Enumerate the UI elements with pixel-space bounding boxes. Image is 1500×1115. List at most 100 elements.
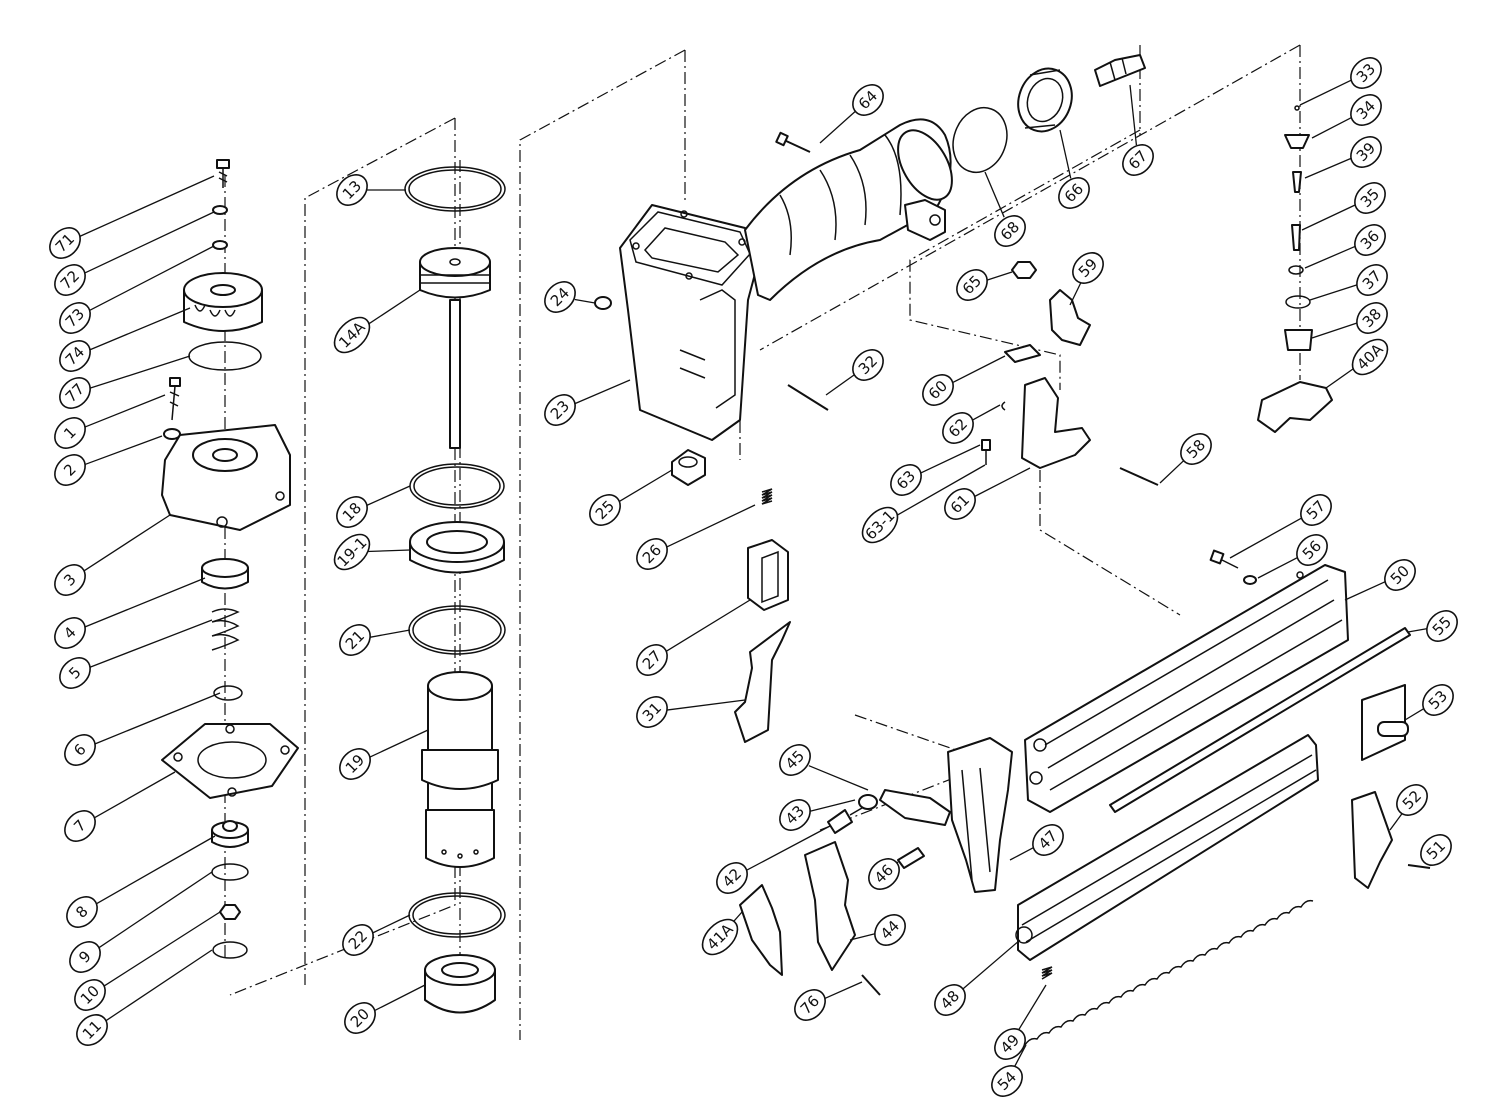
callout-63: 63 [890,464,922,496]
callout-leader-line [617,469,673,503]
part-13-o-ring [404,166,506,212]
part-22-o-ring [408,892,506,938]
callout-leader-line [1301,203,1357,231]
callout-52: 52 [1396,784,1428,816]
callout-circle [779,799,811,831]
callout-circle [636,538,668,570]
callout-leader-line [1017,984,1047,1032]
callout-leader-line [104,949,213,1023]
part-11-o-ring [212,941,248,959]
callout-circle [1296,534,1328,566]
callout-circle [54,564,86,596]
callout-leader-line [665,504,756,549]
part-14a-piston-driver [419,247,491,449]
callout-circle [344,1002,376,1034]
callout-27: 27 [636,644,668,676]
callout-6: 6 [64,734,96,766]
callout-circle [339,624,371,656]
callout-22: 22 [342,924,374,956]
safety-parts [981,289,1159,486]
callout-circle [1354,224,1386,256]
callout-circle [868,858,900,890]
callout-circle [54,617,86,649]
part-57-screw [1209,549,1239,569]
part-46-screw [897,847,925,869]
callout-leader-line [88,619,213,669]
callout-circle [779,744,811,776]
callout-circle [54,454,86,486]
callout-circle [852,84,884,116]
callout-circle [1396,784,1428,816]
part-53-latch [1361,684,1409,761]
callout-circle [1354,182,1386,214]
left-column-parts [161,159,299,959]
part-50-magazine-rail [1024,564,1349,813]
callout-leader-line [984,171,1005,218]
callout-leader-line [1069,281,1083,306]
callout-circle [342,924,374,956]
callout-34: 34 [1350,94,1382,126]
callout-20: 20 [344,1002,376,1034]
callout-circle [1122,144,1154,176]
callout-leader-line [366,549,411,553]
callout-leader-line [1304,245,1357,269]
callout-73: 73 [59,302,91,334]
part-23-housing [619,204,761,441]
callout-14a: 14A [333,316,371,354]
callout-31: 31 [636,696,668,728]
callout-leader-line [83,211,215,275]
callout-circle [336,174,368,206]
callout-leader-line [664,599,751,653]
callout-46: 46 [868,858,900,890]
callout-64: 64 [852,84,884,116]
callout-1: 1 [54,417,86,449]
callout-leader-line [1325,365,1359,389]
callout-circle [890,464,922,496]
callout-58: 58 [1180,433,1212,465]
callout-circle [54,264,86,296]
callout-leader-line [83,394,166,429]
middle-column-parts [404,166,506,1014]
callout-circle [74,979,106,1011]
air-inlet-parts [775,54,1146,279]
callout-37: 37 [1356,264,1388,296]
part-6-o-ring [213,685,243,701]
callout-36: 36 [1354,224,1386,256]
part-52-follower-end [1351,791,1393,889]
part-60-spring-clip [1004,344,1041,363]
part-33-ball [1294,105,1300,111]
part-67-air-fitting [1094,54,1146,87]
callout-leader-line [1404,707,1426,721]
callout-leader-line [1009,846,1036,861]
part-41a-trigger-arm [739,884,783,976]
callout-10: 10 [74,979,106,1011]
callout-leader-line [825,373,857,396]
callout-labels: 717273747712345678910111314A1819-1211922… [49,57,1458,1097]
callout-leader-line [986,271,1013,281]
callout-leader-line [574,298,596,304]
part-42-screw [827,807,863,834]
part-43-washer [858,794,878,810]
callout-circle [333,316,371,354]
callout-leader-line [849,933,876,941]
part-47-nose [947,737,1013,893]
callout-circle [1300,494,1332,526]
part-32-pin [787,384,829,411]
part-8-valve-seat [211,820,249,848]
callout-circle [69,941,101,973]
callout-circle [794,989,826,1021]
callout-leader-line [573,379,631,405]
part-76-pin [861,974,881,996]
callout-circle [1032,824,1064,856]
part-37-o-ring [1285,295,1311,309]
callout-circle [1384,559,1416,591]
callout-leader-line [1013,1044,1027,1069]
callout-circle [589,494,621,526]
callout-circle [1350,57,1382,89]
callout-leader-line [666,699,746,711]
callout-2: 2 [54,454,86,486]
callout-71: 71 [49,227,81,259]
callout-57: 57 [1300,494,1332,526]
callout-circle [64,734,96,766]
part-27-trigger-valve [747,539,789,611]
